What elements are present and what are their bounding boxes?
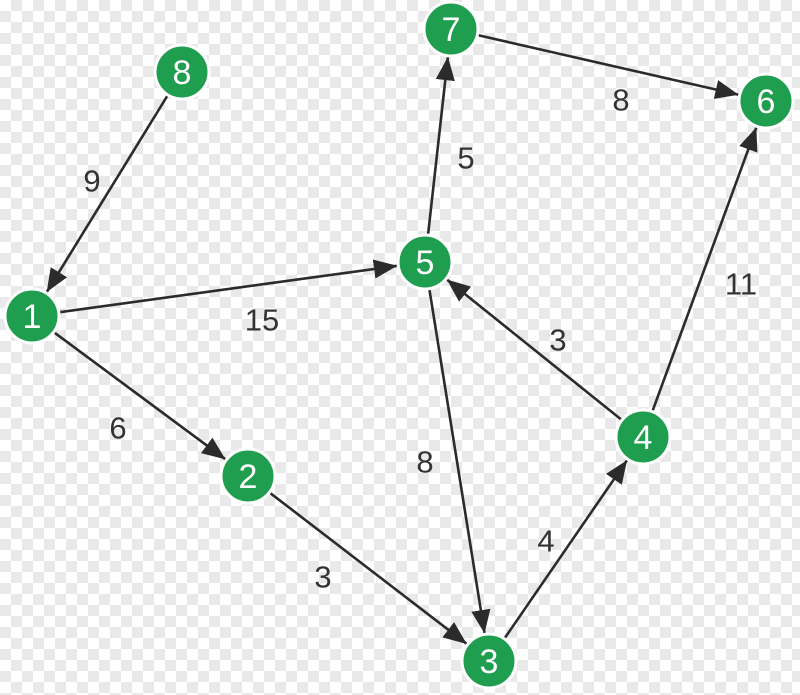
edge-weight-1-to-2: 6 xyxy=(109,411,126,446)
edge-4-to-6 xyxy=(651,126,758,413)
node-circle-5 xyxy=(396,233,454,291)
edge-5-to-7 xyxy=(426,56,455,236)
edge-weight-4-to-6: 11 xyxy=(725,267,757,302)
edge-weight-3-to-4: 4 xyxy=(537,524,554,559)
node-circle-6 xyxy=(737,72,795,130)
edge-1-to-5 xyxy=(58,259,398,314)
edge-weight-4-to-5: 3 xyxy=(549,323,566,358)
edge-5-to-3 xyxy=(427,288,491,634)
node-circle-1 xyxy=(3,287,61,345)
edge-7-to-6 xyxy=(477,33,739,99)
edge-weight-5-to-3: 8 xyxy=(416,445,433,480)
node-label-6: 6 xyxy=(757,83,776,121)
edge-weight-1-to-5: 15 xyxy=(245,303,279,338)
node-circle-8 xyxy=(153,43,211,101)
node-label-5: 5 xyxy=(416,244,435,282)
node-label-3: 3 xyxy=(480,643,499,681)
edge-weight-8-to-1: 9 xyxy=(83,164,100,199)
edge-4-to-5 xyxy=(446,278,623,422)
node-circle-7 xyxy=(422,0,480,58)
node-circle-4 xyxy=(614,408,672,466)
node-6: 6 xyxy=(737,72,795,130)
edge-1-to-2 xyxy=(52,331,227,461)
node-1: 1 xyxy=(3,287,61,345)
node-3: 3 xyxy=(460,632,518,690)
node-circle-3 xyxy=(460,632,518,690)
edge-weight-7-to-6: 8 xyxy=(612,83,629,118)
node-label-8: 8 xyxy=(173,54,192,92)
node-8: 8 xyxy=(153,43,211,101)
edge-8-to-1 xyxy=(45,94,169,293)
node-label-2: 2 xyxy=(239,458,258,496)
edge-weight-5-to-7: 5 xyxy=(457,141,474,176)
edge-weight-2-to-3: 3 xyxy=(314,560,331,595)
node-2: 2 xyxy=(219,447,277,505)
node-5: 5 xyxy=(396,233,454,291)
edge-weights: 9 15 6 3 5 8 8 3 4 11 xyxy=(83,83,757,595)
node-label-7: 7 xyxy=(442,11,461,49)
edges xyxy=(45,33,758,645)
node-4: 4 xyxy=(614,408,672,466)
node-circle-2 xyxy=(219,447,277,505)
nodes: 1 2 3 4 5 6 7 8 xyxy=(3,0,795,690)
node-label-4: 4 xyxy=(634,419,653,457)
edge-2-to-3 xyxy=(268,491,468,645)
node-label-1: 1 xyxy=(23,298,42,336)
node-7: 7 xyxy=(422,0,480,58)
edge-3-to-4 xyxy=(503,459,629,640)
